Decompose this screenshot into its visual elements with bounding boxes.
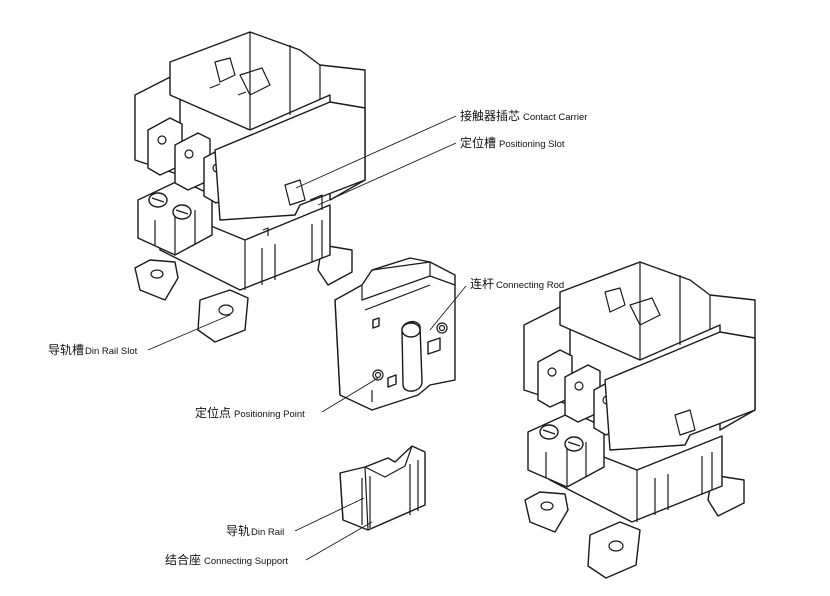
- label-din-rail: 导轨Din Rail: [226, 524, 284, 538]
- leader-lines: [147, 115, 467, 561]
- leader-din-rail-slot: [147, 314, 231, 351]
- contactor-left: [134, 31, 366, 343]
- leader-contact-carrier: [295, 115, 457, 189]
- leader-positioning-point: [321, 377, 379, 413]
- leader-connecting-support: [305, 521, 373, 561]
- contactor-right: [523, 261, 756, 579]
- din-rail-support: [339, 445, 426, 531]
- connecting-rod-module: [334, 257, 456, 411]
- leader-positioning-slot: [317, 142, 457, 206]
- leader-connecting-rod: [429, 285, 467, 331]
- leader-din-rail: [294, 497, 365, 532]
- label-din-rail-slot: 导轨槽Din Rail Slot: [48, 343, 138, 357]
